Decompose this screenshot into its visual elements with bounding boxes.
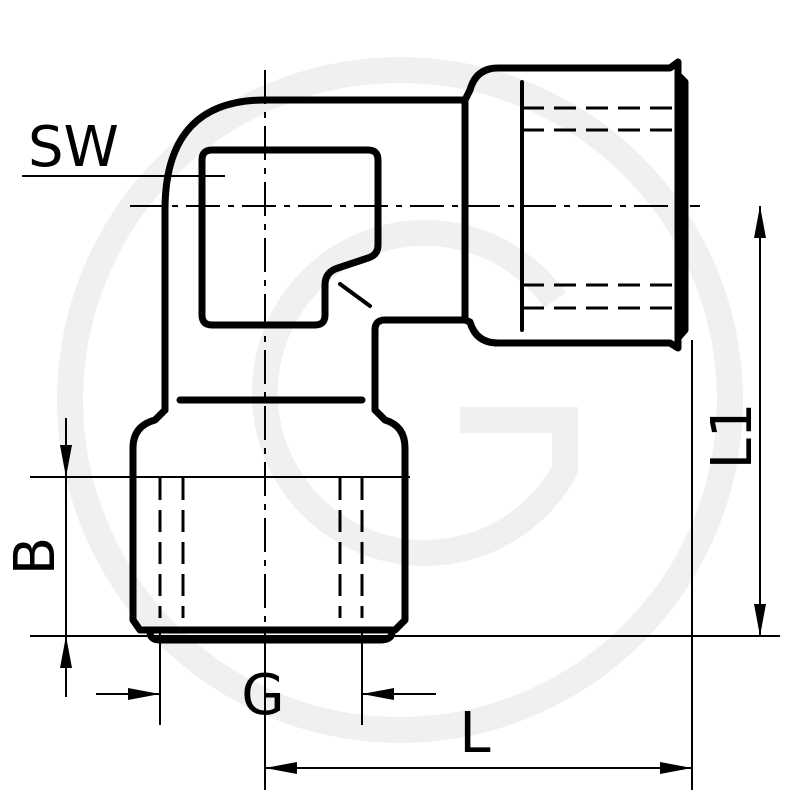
dimension-l: L [264, 340, 693, 790]
l1-arrow-top [754, 206, 766, 238]
l1-label: L1 [700, 403, 765, 470]
watermark-logo [57, 57, 743, 743]
g-label: G [241, 663, 284, 728]
sw-label: SW [28, 115, 119, 180]
l-arrow-left [265, 762, 297, 774]
l-label: L [459, 701, 490, 766]
b-label: B [3, 537, 68, 575]
dimension-g: G [96, 630, 436, 728]
dimension-l1: L1 [700, 206, 766, 636]
bore-edge-mark [338, 282, 372, 308]
fitting-body [161, 96, 469, 414]
g-arrow-right [362, 688, 394, 700]
dimension-b: B [3, 418, 780, 697]
l1-arrow-bottom [754, 604, 766, 636]
g-arrow-left [128, 688, 160, 700]
b-arrow-top [60, 445, 72, 477]
b-arrow-bottom [60, 636, 72, 668]
right-socket [461, 58, 689, 352]
l-arrow-right [660, 762, 692, 774]
